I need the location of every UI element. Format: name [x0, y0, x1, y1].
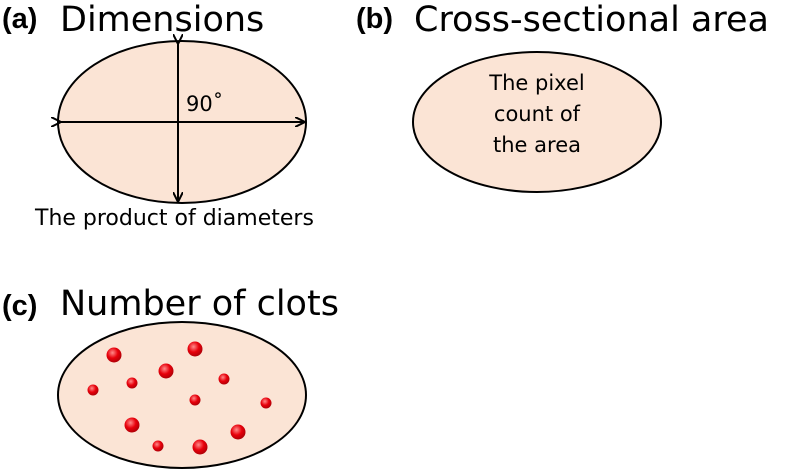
panel-b-title: Cross-sectional area: [414, 0, 769, 40]
clot-dot: [192, 439, 208, 455]
clot-dot: [218, 373, 230, 385]
clot-dot: [230, 424, 246, 440]
panel-b-body: The pixel count of the area: [437, 68, 637, 161]
clot-dot: [87, 384, 99, 396]
clot-dot: [124, 417, 140, 433]
clot-dot: [189, 394, 201, 406]
panel-a-caption: The product of diameters: [35, 206, 314, 231]
panel-c-letter: (c): [2, 290, 38, 322]
panel-b-line-3: the area: [493, 133, 581, 157]
clot-dot: [260, 397, 272, 409]
panel-b-letter: (b): [356, 3, 394, 35]
panel-a-letter: (a): [2, 3, 38, 35]
angle-label: 90˚: [186, 92, 224, 116]
panel-b-ellipse: [412, 51, 662, 193]
panel-b-line-1: The pixel: [489, 71, 585, 95]
clot-dot: [126, 377, 138, 389]
clot-dot: [158, 363, 174, 379]
panel-c-title: Number of clots: [60, 284, 339, 324]
clot-dot: [106, 347, 122, 363]
clot-group: [87, 341, 272, 455]
panel-b-line-2: count of: [493, 102, 581, 126]
panel-a-title: Dimensions: [60, 0, 265, 40]
clot-dot: [187, 341, 203, 357]
clot-dot: [152, 440, 164, 452]
